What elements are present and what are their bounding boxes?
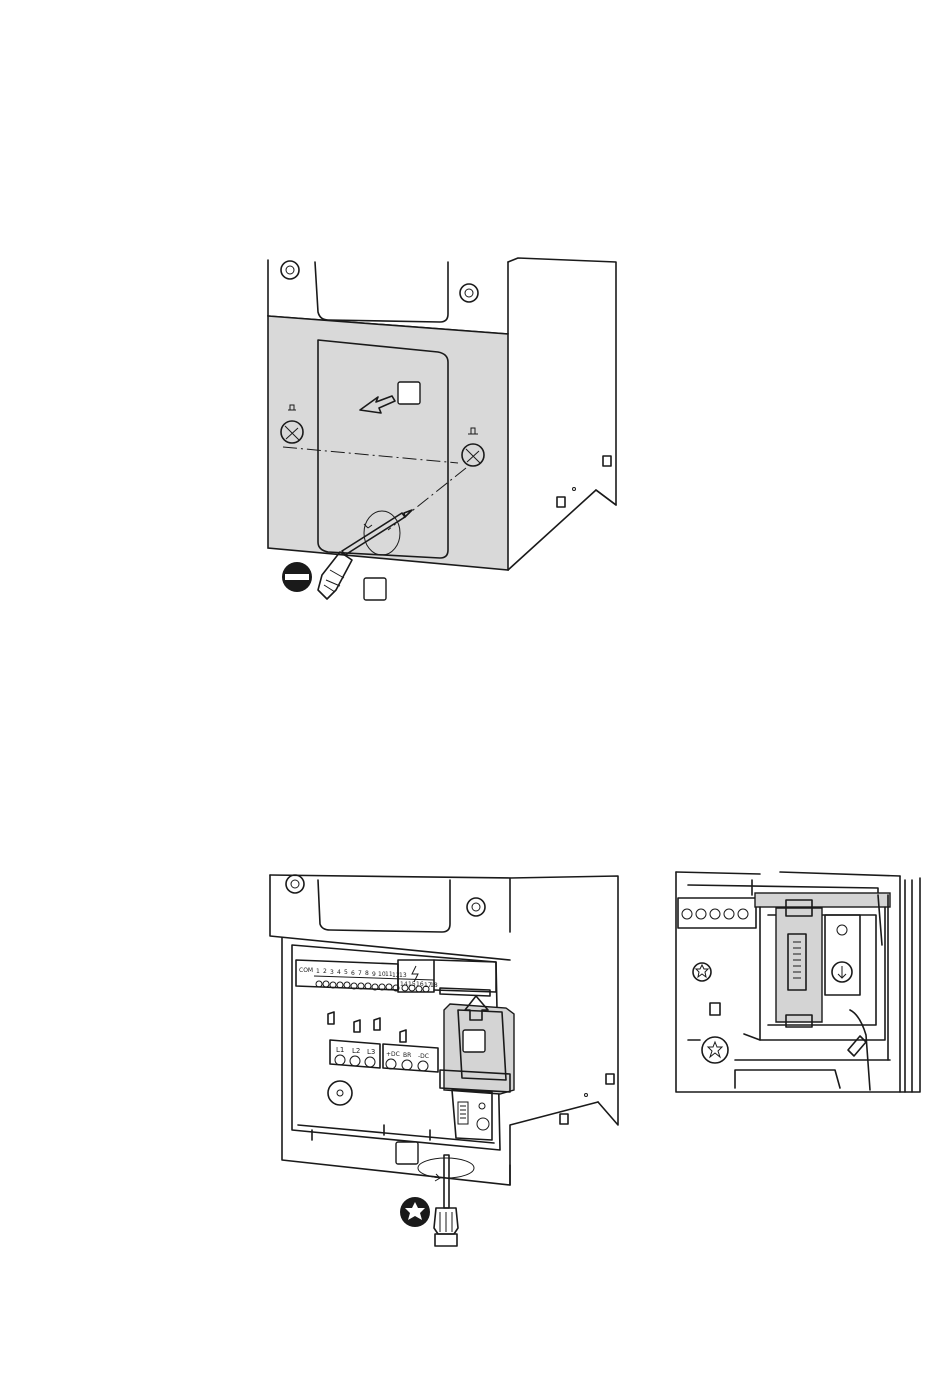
- card-slot-detail: [776, 900, 860, 1027]
